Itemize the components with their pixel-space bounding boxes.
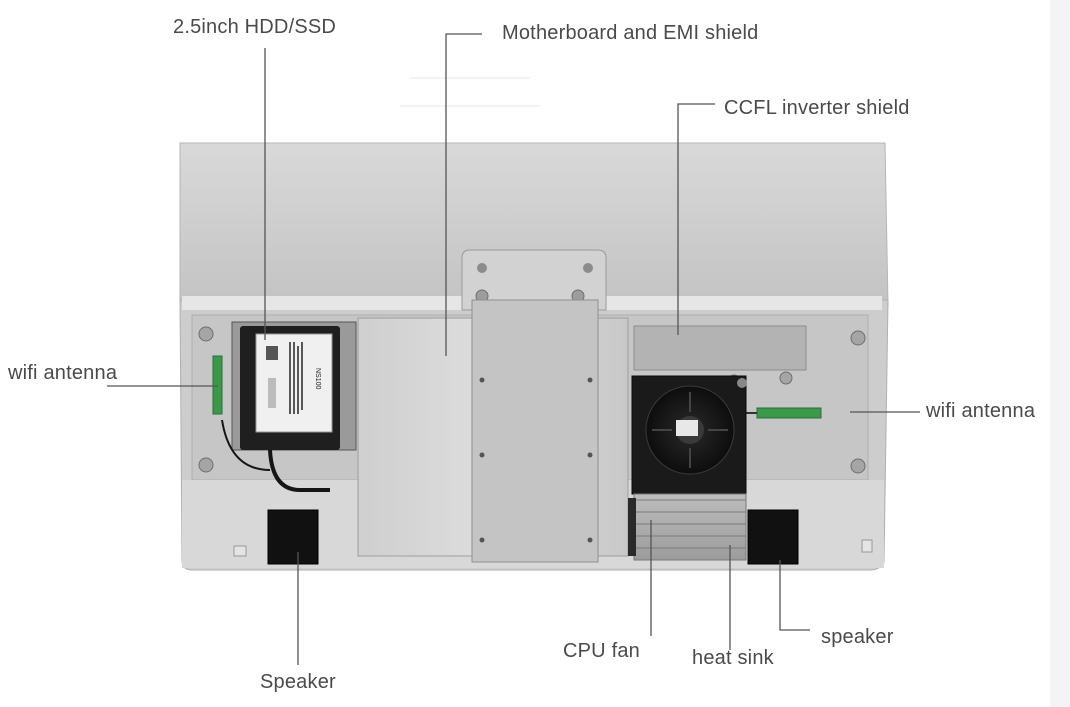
motherboard-emi-shield: [357, 299, 629, 563]
wifi-antenna-right-board: [756, 407, 822, 419]
heat-sink: [628, 493, 747, 561]
drive-model-label: NS100: [314, 368, 321, 390]
label-cpu-fan: CPU fan: [563, 640, 640, 662]
leader-lines: [107, 33, 920, 665]
mount-tab-left: [233, 545, 247, 557]
label-wifi-antenna-left: wifi antenna: [8, 362, 118, 384]
hdd-ssd-drive: NS100: [221, 321, 357, 492]
leader-speaker-right: [779, 560, 810, 631]
speaker-left-unit: [267, 509, 319, 565]
page-edge-strip: [1050, 0, 1070, 707]
ghost-lines: [400, 77, 540, 107]
ccfl-inverter-shield: [633, 325, 807, 371]
label-hdd-ssd: 2.5inch HDD/SSD: [173, 16, 337, 38]
cpu-fan: [631, 375, 747, 495]
label-speaker-left: Speaker: [260, 671, 336, 693]
stand-bracket: [461, 249, 607, 311]
leader-motherboard: [445, 33, 482, 356]
label-ccfl-inverter-shield: CCFL inverter shield: [724, 97, 910, 119]
label-motherboard-emi-shield: Motherboard and EMI shield: [502, 22, 759, 44]
leader-ccfl: [677, 103, 715, 335]
label-heat-sink: heat sink: [692, 647, 774, 669]
mount-tab-right: [861, 539, 873, 553]
wifi-antenna-left-board: [212, 355, 223, 415]
label-wifi-antenna-right: wifi antenna: [926, 400, 1036, 422]
speaker-right-unit: [747, 509, 799, 565]
chassis-screws: [198, 326, 866, 474]
label-speaker-right: speaker: [821, 626, 894, 648]
